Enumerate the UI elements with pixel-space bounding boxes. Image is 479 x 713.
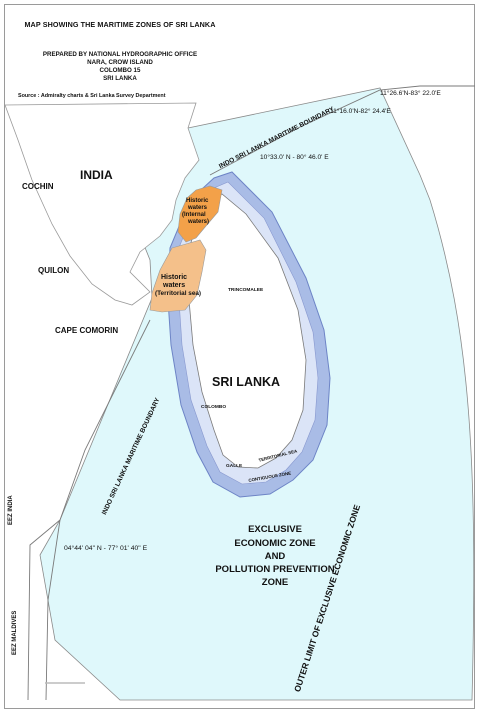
label-galle: GALLE: [226, 464, 243, 469]
india-landmass: [4, 102, 200, 306]
coordinate-4: 04°44' 04" N - 77° 01' 40" E: [64, 545, 148, 552]
label-historic-internal-2: waters: [188, 205, 208, 211]
label-historic-territorial-3: (Territorial sea): [155, 290, 202, 297]
indo-sri-lanka-boundary-north: [209, 85, 475, 176]
label-historic-territorial-1: Historic: [161, 274, 188, 281]
coordinate-3: 10°33.0' N - 80° 46.0' E: [260, 154, 329, 161]
label-colombo: COLOMBO: [201, 405, 227, 410]
map-frame: [4, 4, 475, 709]
header-line-2: NARA, CROW ISLAND: [87, 59, 153, 66]
label-historic-internal-3: (Internal: [182, 212, 206, 218]
label-historic-internal-1: Historic: [186, 198, 209, 204]
sri-lanka-island: [187, 193, 307, 469]
label-eez-maldives: EEZ MALDIVES: [12, 610, 18, 655]
coordinate-2: 11°16.0'N-82° 24.4'E: [330, 108, 391, 115]
label-india: INDIA: [80, 168, 113, 182]
eez-text-2: ECONOMIC ZONE: [234, 538, 316, 549]
coordinate-1: 11°26.6'N-83° 22.0'E: [380, 90, 441, 97]
eez-maldives-boundary: [27, 519, 61, 701]
map-title: MAP SHOWING THE MARITIME ZONES OF SRI LA…: [24, 20, 216, 29]
label-sri-lanka: SRI LANKA: [212, 375, 281, 389]
header-line-1: PREPARED BY NATIONAL HYDROGRAPHIC OFFICE: [42, 51, 198, 58]
label-historic-internal-4: waters): [188, 219, 210, 225]
header-line-4: SRI LANKA: [103, 75, 137, 82]
eez-text-4: POLLUTION PREVENTION: [215, 564, 335, 575]
header-line-3: COLOMBO 15: [99, 67, 141, 74]
label-eez-india: EEZ INDIA: [8, 495, 14, 525]
label-quilon: QUILON: [38, 266, 70, 275]
source-note: Source : Admiralty charts & Sri Lanka Su…: [18, 93, 166, 99]
label-cochin: COCHIN: [22, 182, 54, 191]
eez-text-1: EXCLUSIVE: [248, 524, 302, 535]
eez-text-3: AND: [264, 551, 286, 562]
label-trincomalee: TRINCOMALEE: [228, 288, 264, 293]
historic-territorial-waters: [149, 239, 207, 313]
label-cape-comorin: CAPE COMORIN: [55, 326, 119, 335]
historic-internal-waters: [177, 185, 223, 243]
indo-sri-lanka-boundary-south: [59, 319, 151, 521]
eez-india-boundary: [45, 519, 61, 701]
label-historic-territorial-2: waters: [163, 282, 186, 289]
eez-text-5: ZONE: [261, 577, 289, 588]
